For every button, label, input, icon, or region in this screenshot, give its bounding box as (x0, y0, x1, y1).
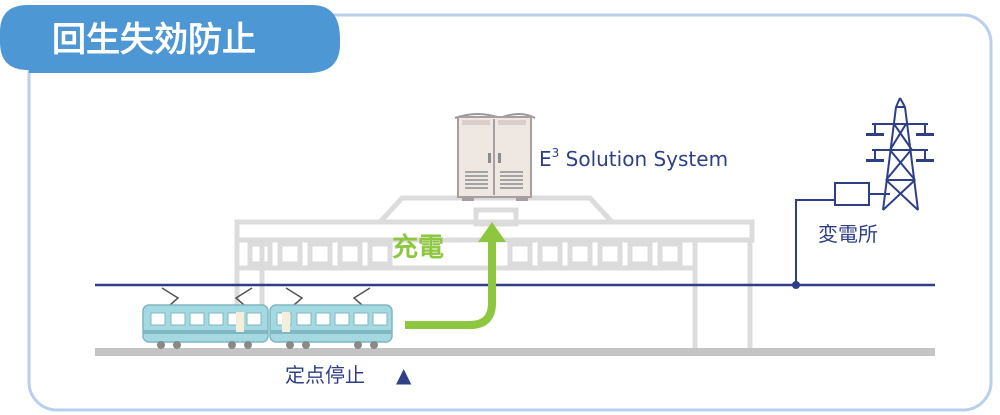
stop-label: 定点停止 (285, 363, 365, 387)
track (95, 348, 935, 356)
system-label: E3 Solution System (539, 146, 728, 171)
title: 回生失効防止 (52, 20, 256, 60)
substation-label: 変電所 (818, 222, 878, 246)
arrow-icon (405, 222, 506, 329)
train-icon (142, 287, 393, 349)
title-badge: 回生失効防止 (0, 5, 340, 73)
charge-label: 充電 (392, 232, 444, 263)
triangle-icon: ▲ (396, 363, 412, 387)
cabinet-icon (454, 113, 536, 201)
insulators (866, 133, 934, 162)
tower-icon (872, 97, 928, 211)
junction-dot (792, 281, 800, 289)
substation-wiring (795, 182, 890, 285)
